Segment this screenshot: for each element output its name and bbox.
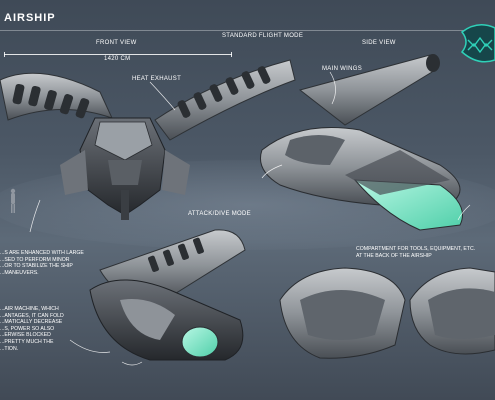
note-line: ...AIR MACHINE, WHICH <box>0 306 59 312</box>
note-line: ...SED TO PERFORM MINOR <box>0 256 70 263</box>
compartment-note-line: COMPARTMENT FOR TOOLS, EQUIPMENT, ETC. <box>356 246 476 252</box>
compartment-note: COMPARTMENT FOR TOOLS, EQUIPMENT, ETC. A… <box>356 246 475 259</box>
note-line: ...MANEUVERS. <box>0 269 39 276</box>
side-view-label: SIDE VIEW <box>362 40 396 46</box>
front-view-label: FRONT VIEW <box>96 40 137 46</box>
front-view-ship <box>0 59 296 220</box>
human-scale-figure <box>10 188 16 213</box>
note-line: ...TION. <box>0 345 19 352</box>
dimension-tick-left <box>4 52 5 57</box>
note-line: ...ANTAGES, IT CAN FOLD <box>0 312 64 319</box>
side-view-ship <box>260 54 463 231</box>
main-wings-label: MAIN WINGS <box>322 66 362 72</box>
attack-mode-label: ATTACK/DIVE MODE <box>188 211 251 217</box>
logo-emblem <box>460 24 495 63</box>
sheet-title: AIRSHIP <box>4 12 56 24</box>
dimension-label: 1420 cm <box>104 56 131 62</box>
note-line: ...MATICALLY DECREASE <box>0 319 63 326</box>
dimension-line <box>4 54 232 55</box>
dimension-tick-right <box>231 52 232 57</box>
note-line: ...ERWISE BLOCKED <box>0 332 51 339</box>
heat-exhaust-label: HEAT EXHAUST <box>132 76 182 82</box>
attack-mode-ship <box>89 229 246 361</box>
note-line: ...S ARE ENHANCED WITH LARGE <box>0 250 84 256</box>
left-note-bottom: ...AIR MACHINE, WHICH ...ANTAGES, IT CAN… <box>0 306 64 352</box>
rear-view-ships <box>279 267 495 359</box>
compartment-note-line: AT THE BACK OF THE AIRSHIP <box>356 252 432 259</box>
note-line: ...S, POWER SO ALSO <box>0 325 55 332</box>
note-line: ...OR TO STABILIZE THE SHIP <box>0 263 73 270</box>
note-line: ...PRETTY MUCH THE <box>0 338 54 345</box>
standard-mode-label: STANDARD FLIGHT MODE <box>222 33 304 39</box>
left-note-top: ...S ARE ENHANCED WITH LARGE ...SED TO P… <box>0 250 84 276</box>
